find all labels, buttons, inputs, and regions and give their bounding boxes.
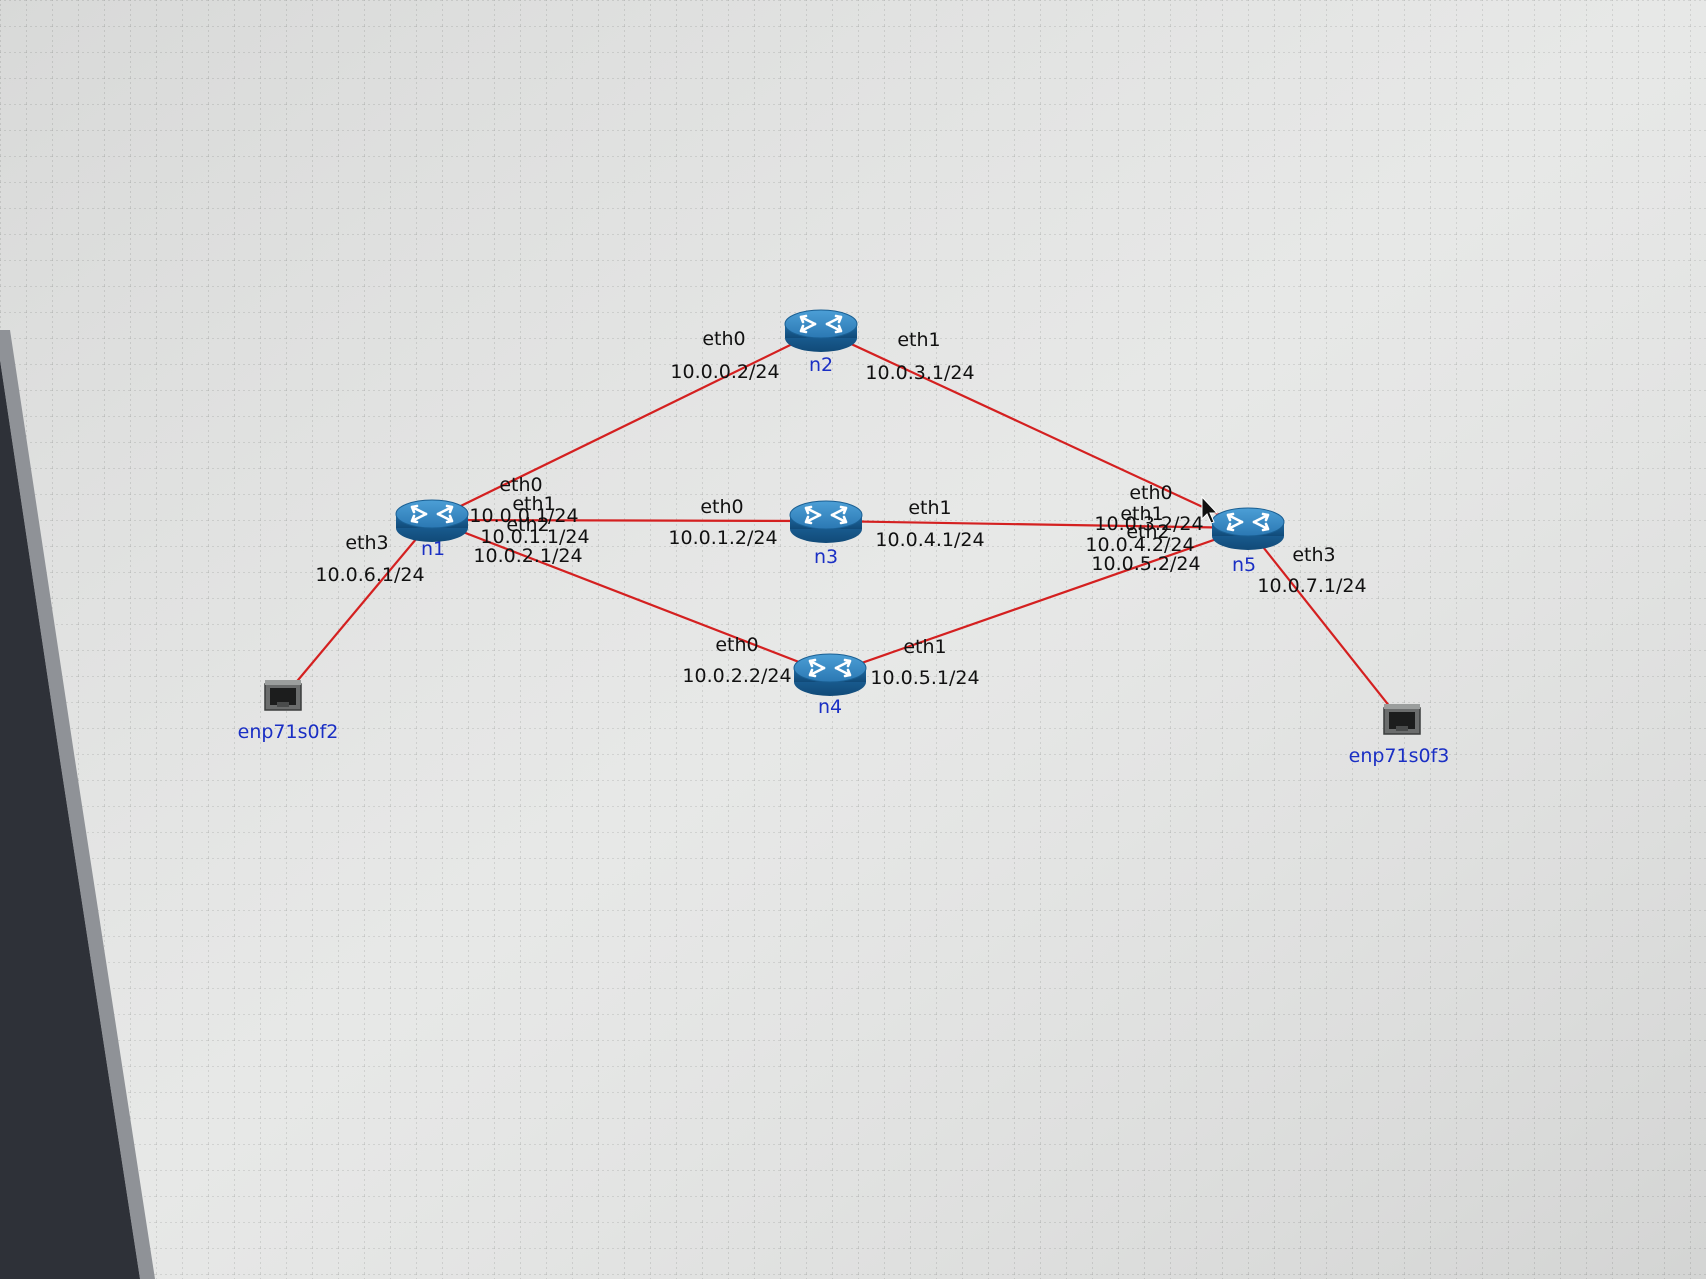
- iface-name-n2-n5-a: eth1: [897, 329, 940, 351]
- iface-ip-n1-enp71s0f2-a: 10.0.6.1/24: [315, 564, 424, 586]
- node-label-enp71s0f2: enp71s0f2: [238, 721, 339, 743]
- iface-ip-n4-n5-b: 10.0.5.2/24: [1091, 553, 1200, 575]
- node-n5[interactable]: n5: [1211, 507, 1285, 576]
- node-enp71s0f3[interactable]: enp71s0f3: [1349, 704, 1450, 767]
- node-n3[interactable]: n3: [789, 500, 863, 568]
- iface-ip-n1-n3-a: 10.0.1.1/24: [480, 526, 589, 548]
- router-icon: [395, 499, 469, 542]
- link-n1-n3[interactable]: [431, 518, 827, 523]
- iface-name-n1-n4-b: eth0: [715, 634, 758, 656]
- iface-ip-n1-n2-b: 10.0.0.2/24: [670, 361, 779, 383]
- router-icon: [784, 309, 858, 352]
- bezel-edge: [0, 360, 140, 1279]
- iface-name-n1-n3-b: eth0: [700, 496, 743, 518]
- iface-name-n2-n5-b: eth0: [1129, 482, 1172, 504]
- ethernet-port-icon: [1383, 704, 1421, 735]
- iface-ip-n1-n4-a: 10.0.2.1/24: [473, 545, 582, 567]
- node-label-n3: n3: [814, 546, 838, 568]
- link-n2-n5[interactable]: [820, 329, 1249, 529]
- iface-ip-n2-n5-a: 10.0.3.1/24: [865, 362, 974, 384]
- iface-name-n1-enp71s0f2-a: eth3: [345, 532, 388, 554]
- iface-name-n4-n5-a: eth1: [903, 636, 946, 658]
- bezel-highlight: [0, 330, 155, 1279]
- node-n4[interactable]: n4: [793, 653, 867, 718]
- iface-ip-n4-n5-a: 10.0.5.1/24: [870, 667, 979, 689]
- iface-ip-n2-n5-b: 10.0.3.2/24: [1094, 513, 1203, 535]
- node-label-n5: n5: [1232, 554, 1256, 576]
- links-layer: [282, 329, 1403, 723]
- iface-name-n3-n5-b: eth1: [1120, 503, 1163, 525]
- router-icon: [793, 653, 867, 696]
- link-n1-enp71s0f2[interactable]: [282, 519, 433, 699]
- iface-ip-n1-n2-a: 10.0.0.1/24: [469, 505, 578, 527]
- link-n5-enp71s0f3[interactable]: [1247, 527, 1403, 723]
- link-n4-n5[interactable]: [829, 526, 1249, 676]
- iface-name-n4-n5-b: eth2: [1126, 521, 1169, 543]
- node-label-n1: n1: [421, 538, 445, 560]
- iface-ip-n3-n5-a: 10.0.4.1/24: [875, 529, 984, 551]
- nodes-layer: n1 n2 n3 n4 n5 enp71s0f2 enp71s0f3: [238, 309, 1450, 767]
- iface-name-n1-n2-b: eth0: [702, 328, 745, 350]
- iface-ip-n3-n5-b: 10.0.4.2/24: [1085, 534, 1194, 556]
- link-n3-n5[interactable]: [825, 519, 1249, 530]
- node-n1[interactable]: n1: [395, 499, 469, 560]
- link-n1-n2[interactable]: [431, 329, 822, 521]
- node-label-n4: n4: [818, 696, 842, 718]
- router-icon: [1211, 507, 1285, 550]
- iface-ip-n1-n3-b: 10.0.1.2/24: [668, 527, 777, 549]
- iface-ip-n5-enp71s0f3-a: 10.0.7.1/24: [1257, 575, 1366, 597]
- iface-name-n1-n2-a: eth0: [499, 474, 542, 496]
- node-n2[interactable]: n2: [784, 309, 858, 376]
- router-icon: [789, 500, 863, 543]
- mouse-cursor-icon: [1201, 495, 1219, 524]
- iface-name-n3-n5-a: eth1: [908, 497, 951, 519]
- iface-name-n5-enp71s0f3-a: eth3: [1292, 544, 1335, 566]
- iface-name-n1-n3-a: eth1: [512, 493, 555, 515]
- interface-labels-layer: eth0 10.0.0.1/24 eth0 10.0.0.2/24 eth1 10.0.1…: [315, 328, 1366, 689]
- iface-ip-n1-n4-b: 10.0.2.2/24: [682, 665, 791, 687]
- node-label-n2: n2: [809, 354, 833, 376]
- node-enp71s0f2[interactable]: enp71s0f2: [238, 680, 339, 743]
- link-n1-n4[interactable]: [431, 518, 831, 676]
- node-label-enp71s0f3: enp71s0f3: [1349, 745, 1450, 767]
- ethernet-port-icon: [264, 680, 302, 711]
- iface-name-n1-n4-a: eth2: [506, 514, 549, 536]
